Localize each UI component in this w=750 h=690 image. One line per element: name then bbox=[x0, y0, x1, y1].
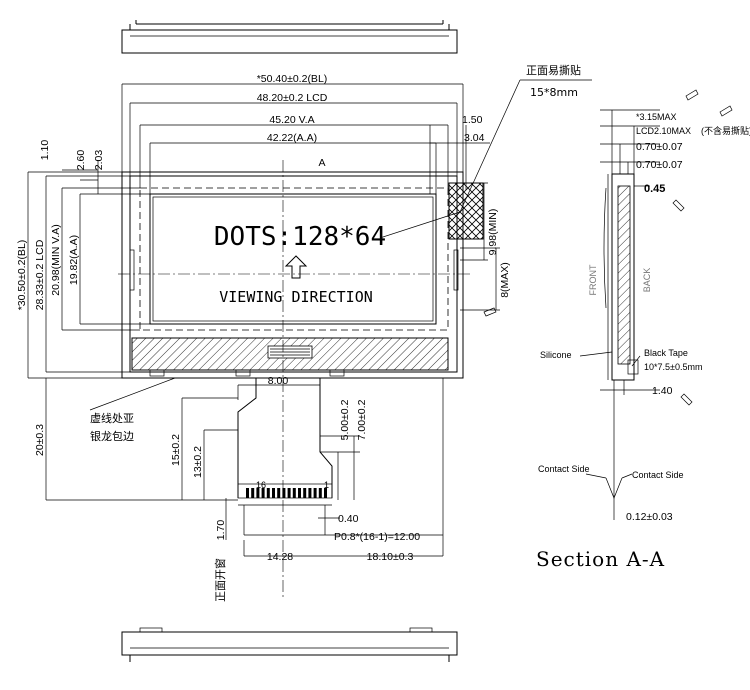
sticker-note: 正面易撕贴 bbox=[526, 63, 581, 77]
left-2-dim: 2.60 bbox=[75, 150, 87, 171]
black-tape-label: Black Tape bbox=[644, 348, 688, 358]
va-height-dim: 20.98(MIN V.A) bbox=[50, 224, 62, 295]
fpc-pin bbox=[261, 488, 265, 498]
fpc-pin bbox=[277, 488, 281, 498]
front-label: FRONT bbox=[588, 264, 598, 295]
fpc-pin bbox=[318, 488, 322, 498]
sticker-size-note: 15*8mm bbox=[530, 86, 578, 99]
tape-min-dim: 9.98(MIN) bbox=[487, 209, 499, 256]
bottom-view bbox=[121, 627, 458, 662]
lcd-width-dim: 48.20±0.2 LCD bbox=[257, 92, 328, 104]
sticker-leader bbox=[379, 211, 461, 239]
arrow-up-icon bbox=[284, 255, 308, 279]
fpc-pin bbox=[303, 488, 307, 498]
d-070a-dim: 0.70±0.07 bbox=[636, 141, 683, 153]
bl-height-dim: *30.50±0.2(BL) bbox=[16, 240, 28, 311]
horizontal-dimension-lines bbox=[121, 83, 490, 557]
d-140-dim: 1.40 bbox=[652, 385, 673, 397]
section-marker-label: A bbox=[318, 157, 325, 169]
edge-1-dim: 1.50 bbox=[462, 114, 483, 126]
pitch-dim: P0.8*(16-1)=12.00 bbox=[334, 531, 420, 543]
front-view bbox=[118, 160, 484, 600]
fpc-pin bbox=[313, 488, 317, 498]
fpc-cable bbox=[237, 378, 333, 506]
fpc-pin bbox=[256, 488, 260, 498]
opening-cn-note: 正面开窗 bbox=[213, 558, 227, 602]
max-315-dim: *3.15MAX bbox=[636, 112, 677, 122]
pin-last-label: 1 bbox=[324, 480, 329, 490]
fpc-pin bbox=[287, 488, 291, 498]
fpc-pin bbox=[298, 488, 301, 498]
pin-width-dim: 0.40 bbox=[338, 513, 359, 525]
pin-first-label: 16 bbox=[256, 480, 266, 490]
section-title: Section A-A bbox=[536, 547, 665, 571]
fpc-pin bbox=[272, 488, 275, 498]
va-width-dim: 45.20 V.A bbox=[269, 114, 314, 126]
dash-note-2: 银龙包边 bbox=[90, 429, 134, 443]
fpc-pin bbox=[266, 488, 270, 498]
fpc-5-dim: 5.00±0.2 bbox=[339, 399, 351, 440]
fpc-pin bbox=[324, 488, 327, 498]
fpc-pin bbox=[246, 488, 249, 498]
fpc-pin bbox=[251, 488, 255, 498]
pointer-hand-icon bbox=[483, 89, 733, 406]
fpc-width-dim: 8.00 bbox=[268, 375, 289, 387]
lcd-210-note: (不含易撕贴) bbox=[701, 125, 750, 136]
dots-label: DOTS:128*64 bbox=[214, 222, 386, 252]
fpc-13-dim: 13±0.2 bbox=[192, 446, 204, 478]
left-3-dim: 2.03 bbox=[93, 150, 105, 171]
lcd-height-dim: 28.33±0.2 LCD bbox=[34, 239, 46, 310]
section-a-a bbox=[579, 109, 660, 520]
aa-width-dim: 42.22(A.A) bbox=[267, 132, 317, 144]
dash-note-1: 虚线处亚 bbox=[90, 411, 134, 425]
back-label: BACK bbox=[642, 268, 652, 293]
viewing-direction-label: VIEWING DIRECTION bbox=[219, 288, 373, 306]
contact-side-right: Contact Side bbox=[632, 470, 684, 480]
opening-dim: 1.70 bbox=[215, 520, 227, 541]
fpc-7-dim: 7.00±0.2 bbox=[356, 399, 368, 440]
left-1-dim: 1.10 bbox=[39, 140, 51, 161]
vertical-dimension-lines bbox=[27, 160, 500, 540]
thickness-dim: 0.12±0.03 bbox=[626, 511, 673, 523]
fpc-15-dim: 15±0.2 bbox=[170, 434, 182, 466]
top-view bbox=[121, 20, 458, 54]
fpc-pin bbox=[282, 488, 286, 498]
d-045-dim: 0.45 bbox=[644, 183, 665, 195]
silicone-label: Silicone bbox=[540, 350, 572, 360]
bl-width-dim: *50.40±0.2(BL) bbox=[257, 73, 328, 85]
aa-height-dim: 19.82(A.A) bbox=[68, 235, 80, 285]
tape-size-label: 10*7.5±0.5mm bbox=[644, 362, 702, 372]
fpc-pin bbox=[292, 488, 296, 498]
d-070b-dim: 0.70±0.07 bbox=[636, 159, 683, 171]
lcd-210-dim: LCD2.10MAX bbox=[636, 126, 691, 136]
left-offset-dim: 14.28 bbox=[267, 551, 293, 563]
contact-side-left: Contact Side bbox=[538, 464, 590, 474]
right-offset-dim: 18.10±0.3 bbox=[367, 551, 414, 563]
total-height-dim: 20±0.3 bbox=[34, 424, 46, 456]
fpc-pin bbox=[308, 488, 312, 498]
tape-max-dim: 8(MAX) bbox=[499, 262, 511, 298]
edge-2-dim: 3.04 bbox=[464, 132, 485, 144]
